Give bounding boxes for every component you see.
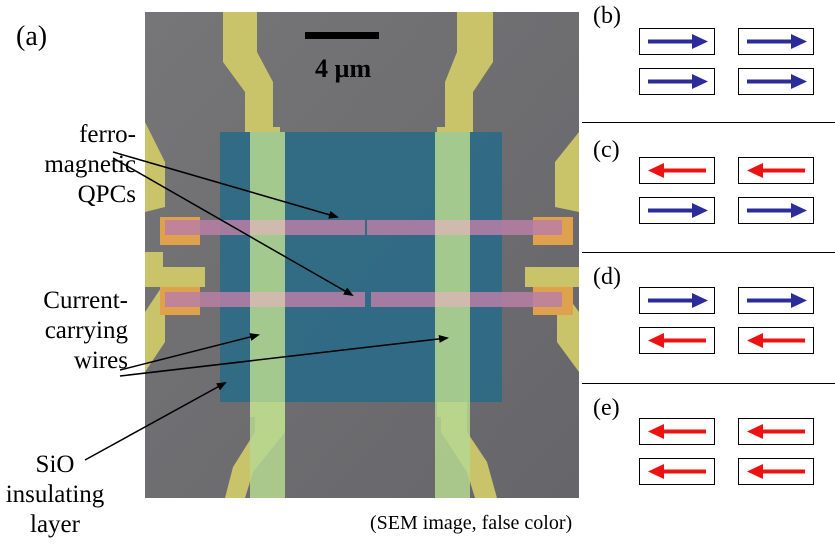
qpc-line-2: magnetic — [44, 151, 136, 178]
sem-image-drawing — [145, 12, 579, 498]
sio-line-2: insulating — [5, 481, 105, 508]
magnet-box — [639, 287, 715, 314]
arrow-left-icon — [747, 464, 805, 479]
arrow-left-icon — [648, 424, 706, 439]
arrow-right-icon — [648, 203, 708, 218]
arrow-right-icon — [648, 293, 708, 308]
magnet-box — [738, 28, 814, 55]
arrow-left-icon — [648, 333, 706, 348]
magnet-box — [639, 197, 715, 224]
panel-a-label: (a) — [16, 21, 48, 52]
sio-annotation: SiO insulating layer — [0, 450, 110, 540]
magnet-box — [738, 68, 814, 95]
sem-image: 4 µm — [145, 12, 579, 498]
qpc-annotation: ferro- magnetic QPCs — [10, 120, 136, 210]
arrow-right-icon — [747, 293, 807, 308]
panel-b-label: (b) — [593, 3, 621, 29]
magnet-box — [738, 418, 814, 445]
panel-e-label: (e) — [593, 395, 620, 421]
magnet-box — [738, 458, 814, 485]
magnet-box — [738, 197, 814, 224]
figure-caption: (SEM image, false color) — [370, 512, 573, 534]
sio-line-1: SiO — [35, 451, 75, 478]
panel-d-label: (d) — [593, 264, 621, 290]
panel-c-label: (c) — [593, 137, 620, 163]
arrow-right-icon — [747, 74, 807, 89]
magnet-box — [639, 28, 715, 55]
wires-line-1: Current- — [43, 287, 128, 314]
magnet-box — [639, 68, 715, 95]
panel-divider — [582, 122, 835, 123]
arrow-left-icon — [648, 163, 706, 178]
arrow-right-icon — [648, 74, 708, 89]
magnet-box — [738, 327, 814, 354]
arrow-right-icon — [747, 34, 807, 49]
qpc-line-3: QPCs — [77, 181, 136, 208]
scale-bar — [305, 32, 379, 39]
magnet-box — [738, 287, 814, 314]
panel-divider — [582, 252, 835, 253]
wires-line-3: wires — [73, 347, 128, 374]
sio-line-3: layer — [30, 511, 80, 538]
arrow-left-icon — [747, 333, 805, 348]
scale-bar-label: 4 µm — [315, 54, 372, 83]
qpc-line-1: ferro- — [79, 121, 136, 148]
magnet-box — [639, 327, 715, 354]
panel-divider — [582, 383, 835, 384]
magnet-box — [738, 157, 814, 184]
wires-annotation: Current- carrying wires — [10, 286, 128, 376]
arrow-left-icon — [747, 424, 805, 439]
magnet-box — [639, 418, 715, 445]
magnet-box — [639, 157, 715, 184]
wires-line-2: carrying — [44, 317, 128, 344]
arrow-right-icon — [648, 34, 708, 49]
arrow-left-icon — [747, 163, 805, 178]
magnet-box — [639, 458, 715, 485]
arrow-left-icon — [648, 464, 706, 479]
arrow-right-icon — [747, 203, 807, 218]
